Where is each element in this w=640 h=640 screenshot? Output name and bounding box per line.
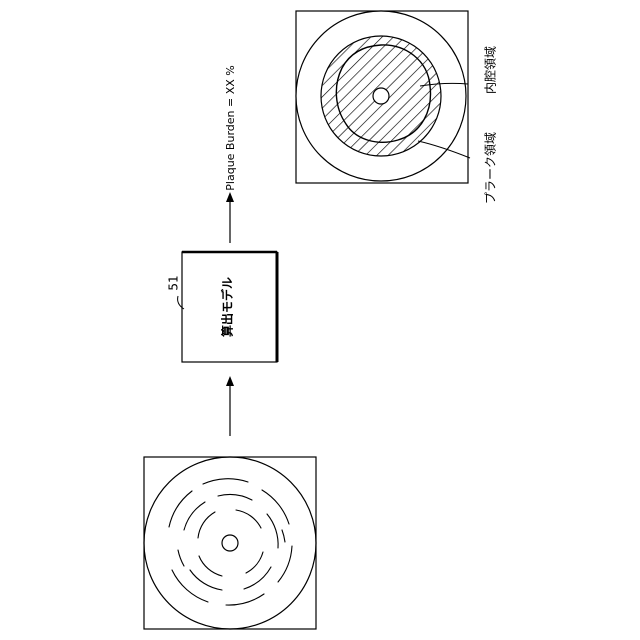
plaque-burden-label: Plaque Burden = XX %: [224, 65, 237, 190]
input-ivus-image: [144, 457, 316, 629]
catheter-circle: [373, 88, 389, 104]
model-box: 算出モデル: [182, 252, 277, 362]
model-label: 算出モデル: [220, 277, 235, 337]
reference-numeral-51: 51: [167, 275, 185, 309]
arrow-input-to-model: [226, 376, 234, 436]
input-catheter-circle: [222, 535, 238, 551]
result-segmentation-image: [296, 11, 470, 183]
plaque-region-label: プラーク領域: [483, 132, 498, 204]
arrow-model-to-output: [226, 192, 234, 243]
reference-number: 51: [167, 275, 181, 290]
lumen-region-label: 内腔領域: [483, 46, 498, 94]
